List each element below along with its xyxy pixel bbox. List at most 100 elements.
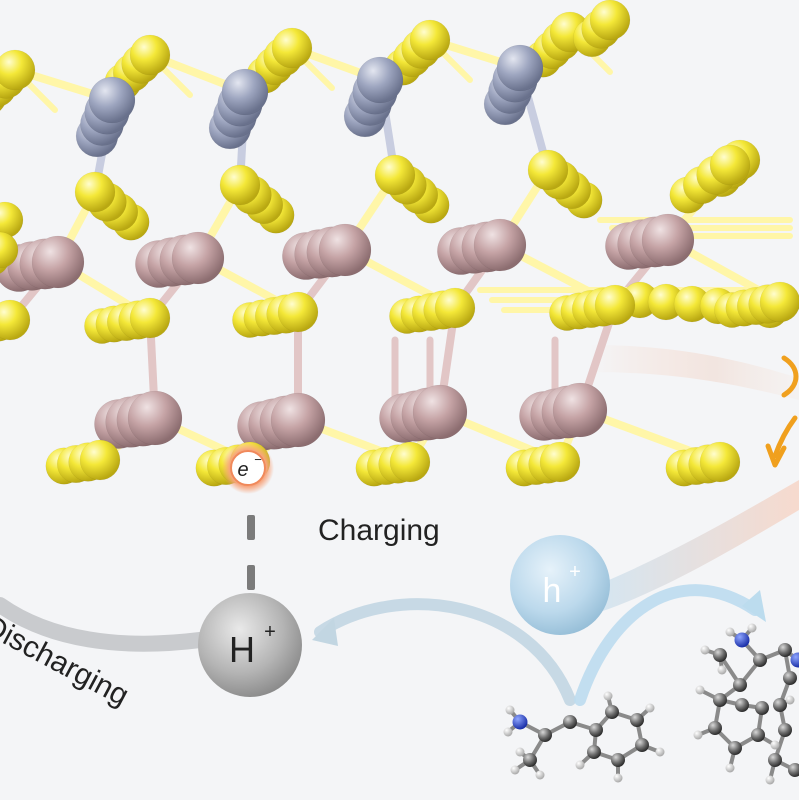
amine-dimer-molecule	[693, 623, 799, 785]
hole-to-dimer-arrow	[574, 584, 766, 706]
hydrogen-atom	[603, 691, 613, 701]
sulfur-atom	[0, 231, 19, 269]
sulfur-atom	[0, 49, 36, 91]
hydrogen-atom	[505, 705, 515, 715]
sulfur-atom	[74, 171, 116, 213]
carbon-atom	[605, 705, 619, 719]
hydrogen-atom	[645, 703, 655, 713]
sulfur-atom	[594, 284, 636, 326]
metal-atom-pink	[641, 213, 695, 267]
sulfur-atom	[434, 287, 476, 329]
carbon-atom	[630, 713, 644, 727]
carbon-atom	[768, 753, 782, 767]
hydrogen-atom	[717, 665, 727, 675]
hydrogen-atom	[700, 645, 710, 655]
carbon-atom	[755, 701, 769, 715]
hydrogen-atom	[510, 765, 520, 775]
sulfur-atom	[589, 0, 631, 41]
carbon-atom	[587, 745, 601, 759]
hydrogen-atom	[515, 747, 525, 757]
metal-atom-pink	[412, 384, 468, 440]
carbon-atom	[733, 678, 747, 692]
hydrogen-atom	[613, 773, 623, 783]
sulfur-atom	[759, 281, 799, 323]
carbon-atom	[778, 723, 792, 737]
sulfur-atom	[79, 439, 121, 481]
hydrogen-atom	[785, 695, 795, 705]
sulfur-atom	[129, 34, 171, 76]
nitrogen-atom	[790, 652, 799, 668]
metal-atom-blue	[221, 68, 269, 116]
electron-superscript: −	[254, 452, 262, 467]
metal-atom-pink	[473, 218, 527, 272]
sulfur-atom	[129, 297, 171, 339]
sulfur-atom	[389, 441, 431, 483]
hydrogen-atom	[747, 623, 757, 633]
sulfur-atom	[409, 19, 451, 61]
sulfur-atom	[271, 27, 313, 69]
sulfur-atom	[374, 154, 416, 196]
nitrogen-atom	[734, 632, 750, 648]
background-bands	[585, 345, 799, 612]
carbon-atom	[735, 698, 749, 712]
carbon-atom	[751, 728, 765, 742]
hydrogen-atom	[765, 775, 775, 785]
electron-label: e	[237, 459, 248, 481]
discharging-label: Discharging	[0, 609, 134, 713]
hydrogen-atom	[693, 730, 703, 740]
hydrogen-atom	[695, 685, 705, 695]
carbon-atom	[788, 763, 799, 777]
molecule-models	[503, 623, 799, 785]
carbon-atom	[611, 753, 625, 767]
carbon-atom	[713, 693, 727, 707]
metal-atom-blue	[496, 44, 544, 92]
carbon-atom	[773, 698, 787, 712]
proton-electron-link	[247, 515, 255, 590]
sulfur-atom	[219, 164, 261, 206]
orange-curved-arrow	[765, 355, 799, 468]
carbon-atom	[778, 643, 792, 657]
discharging-arrow	[0, 597, 208, 652]
amine-monomer-molecule	[503, 691, 665, 783]
sulfur-atom	[709, 144, 751, 186]
electron-marker: e −	[222, 442, 274, 494]
proton-sphere: H +	[198, 593, 302, 697]
lattice-atoms	[0, 0, 799, 487]
carbon-atom	[538, 728, 552, 742]
hole-superscript: +	[569, 561, 581, 583]
metal-atom-pink	[318, 223, 372, 277]
hydrogen-atom	[725, 763, 735, 773]
carbon-atom	[523, 753, 537, 767]
sulfur-atom	[277, 291, 319, 333]
charging-label: Charging	[318, 514, 440, 547]
hole-to-proton-arrow	[312, 598, 576, 706]
carbon-atom	[563, 715, 577, 729]
crystal-lattice	[0, 0, 799, 487]
metal-atom-pink	[31, 235, 85, 289]
hydrogen-atom	[655, 747, 665, 757]
carbon-atom	[783, 671, 797, 685]
metal-atom-pink	[171, 231, 225, 285]
hydrogen-atom	[725, 627, 735, 637]
carbon-atom	[708, 721, 722, 735]
metal-atom-pink	[552, 382, 608, 438]
hydrogen-atom	[503, 727, 513, 737]
hydrogen-atom	[575, 760, 585, 770]
hole-sphere: h +	[510, 535, 610, 635]
sulfur-atom	[699, 441, 741, 483]
metal-atom-pink	[270, 392, 326, 448]
sulfur-atom	[527, 149, 569, 191]
carbon-atom	[713, 648, 727, 662]
metal-atom-pink	[127, 390, 183, 446]
metal-atom-blue	[88, 76, 136, 124]
proton-superscript: +	[264, 621, 276, 643]
hydrogen-atom	[535, 770, 545, 780]
carbon-atom	[635, 738, 649, 752]
carbon-atom	[728, 741, 742, 755]
hydrogen-atom	[770, 740, 780, 750]
carbon-atom	[589, 723, 603, 737]
carbon-atom	[753, 653, 767, 667]
proton-label: H	[229, 629, 255, 670]
